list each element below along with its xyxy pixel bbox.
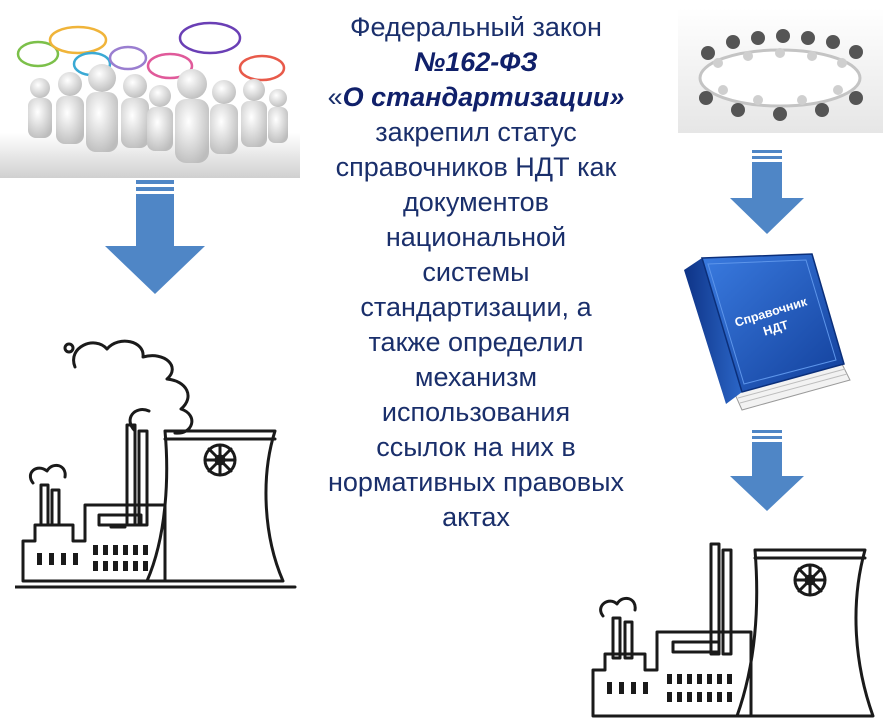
description-line: использования	[381, 397, 571, 427]
down-arrow-icon	[105, 180, 205, 294]
description-line: закрепил статус	[375, 117, 577, 147]
law-number-line: №162-ФЗ	[414, 47, 538, 77]
factory-icon	[15, 339, 297, 589]
speech-bubble-icons	[16, 21, 286, 82]
description-line: национальной	[385, 222, 567, 252]
law-title: О стандартизации»	[342, 82, 625, 112]
law-description-text: Федеральный закон №162-ФЗ «О стандартиза…	[300, 10, 652, 535]
description-line: нормативных правовых	[328, 467, 624, 497]
down-arrow-icon	[730, 150, 804, 234]
round-table-meeting-illustration	[678, 8, 883, 133]
law-type-line: Федеральный закон	[350, 12, 602, 42]
description-line: ссылок на них в	[376, 432, 576, 462]
description-line: актах	[442, 502, 510, 532]
people-discussion-illustration	[0, 21, 300, 178]
description-line: также определил	[368, 327, 584, 357]
description-line: системы	[422, 257, 530, 287]
description-line: механизм	[414, 362, 538, 392]
open-quote: «	[327, 82, 343, 112]
description-line: справочников НДТ как	[335, 152, 617, 182]
handbook-book-icon: Справочник НДТ	[684, 253, 851, 411]
down-arrow-icon	[730, 430, 804, 511]
description-line: документов	[403, 187, 549, 217]
factory-icon	[591, 542, 875, 718]
law-title-line: «О стандартизации»	[300, 80, 652, 115]
description-line: стандартизации, а	[360, 292, 592, 322]
people-figures	[28, 64, 288, 163]
